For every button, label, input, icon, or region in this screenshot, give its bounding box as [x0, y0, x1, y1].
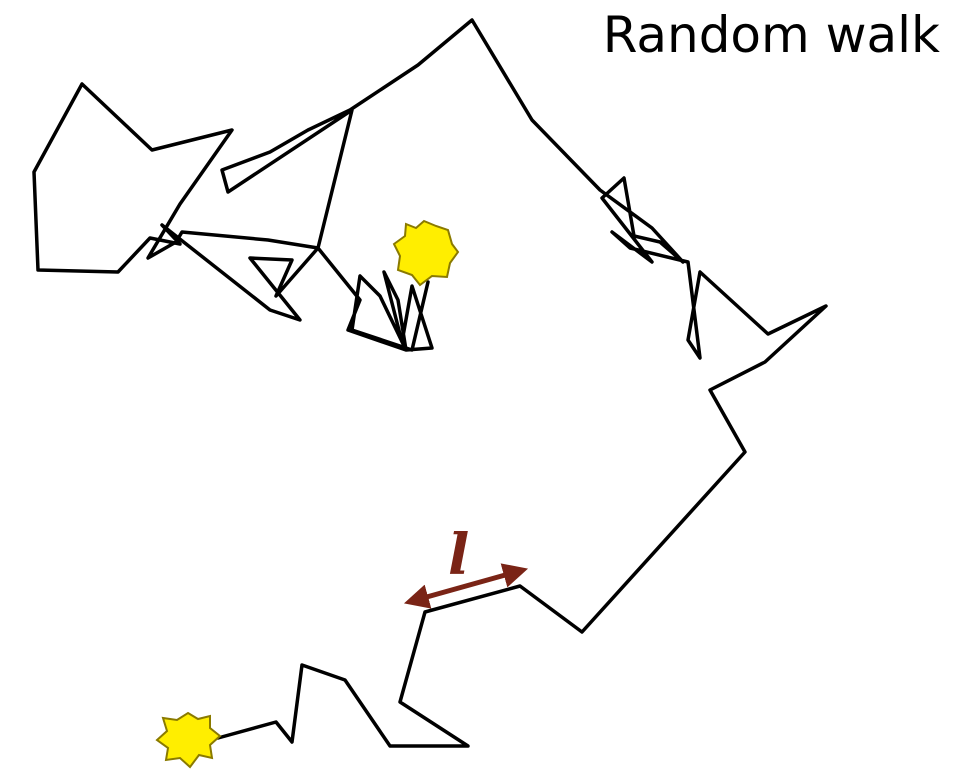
walk-path — [34, 20, 826, 746]
diagram-title: Random walk — [603, 6, 940, 64]
step-length-label: l — [448, 522, 469, 588]
step-length-indicator: l — [416, 522, 516, 600]
start-marker — [157, 713, 220, 767]
end-marker — [394, 221, 458, 285]
